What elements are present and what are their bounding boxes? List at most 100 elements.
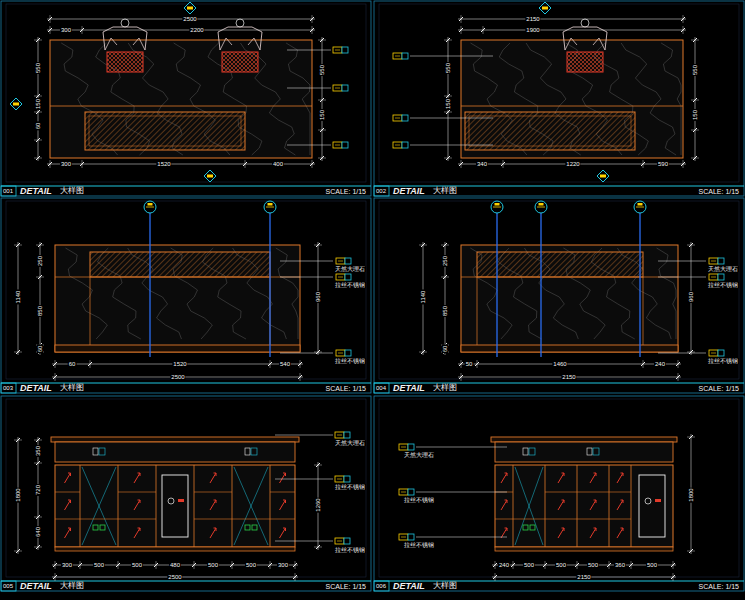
direction-arrow-head (283, 500, 286, 503)
dimension-text: 500 (245, 562, 257, 568)
dimension-text: 250 (442, 255, 448, 267)
callout-tag-end (408, 489, 414, 495)
person-head (121, 19, 129, 27)
dimension-tick (36, 110, 40, 114)
elevation-marker-bar (146, 207, 154, 208)
shelf-line (232, 519, 270, 520)
callout-tag-mark (335, 50, 340, 51)
direction-arrow-head (621, 528, 624, 531)
dimension-tick (459, 162, 463, 166)
dimension-text: 1800 (15, 487, 21, 502)
dimension-text: 300 (61, 562, 73, 568)
dimension-tick (53, 575, 57, 579)
dimension-tick (320, 156, 324, 160)
detail-title-cn: 大样图 (60, 384, 84, 392)
scale-note: SCALE: 1/15 (699, 583, 739, 590)
top-shelf (495, 442, 673, 462)
dimension-tick (88, 362, 92, 366)
cabinet-base (495, 547, 673, 551)
dimension-tick (16, 350, 20, 354)
dimension-line (458, 364, 681, 365)
direction-arrow (590, 500, 596, 510)
dimension-tick (629, 563, 633, 567)
shelf-line (577, 492, 609, 493)
direction-arrow-head (505, 500, 508, 503)
title-rule (374, 383, 744, 384)
dimension-tick (38, 275, 42, 279)
display-item (99, 448, 105, 455)
cabinet-divider (609, 465, 610, 547)
elevation-marker (535, 201, 547, 213)
leader-line (658, 261, 706, 262)
elevation-marker-tag (638, 203, 643, 206)
dimension-tick (36, 156, 40, 160)
callout-tag (335, 476, 344, 482)
detail-title: DETAIL (20, 384, 52, 393)
dimension-text: 550 (692, 64, 698, 76)
drawer-panel (85, 112, 245, 150)
dimension-tick (481, 28, 485, 32)
material-note: 拉丝不锈钢 (403, 542, 435, 548)
cabinet-base (55, 547, 295, 551)
detail-panel (374, 396, 744, 591)
callout-tag-mark (337, 541, 342, 542)
dimension-text: 500 (93, 562, 105, 568)
material-note: 天然大理石 (403, 452, 435, 458)
number-box (374, 383, 389, 393)
panel-edge (90, 277, 91, 345)
dimension-line (458, 30, 686, 31)
safe-dial (645, 498, 651, 504)
dimension-text: 150 (445, 98, 451, 110)
drawing-area (379, 201, 739, 379)
direction-arrow-head (138, 528, 141, 531)
direction-arrow-head (214, 473, 217, 476)
callout-tag-mark (401, 447, 406, 448)
callout-tag-mark (711, 277, 716, 278)
counter-edge (50, 106, 312, 107)
dimension-tick (320, 38, 324, 42)
chair-back (563, 27, 607, 50)
display-item (529, 448, 535, 455)
section-cut-line (540, 213, 541, 357)
title-rule (1, 186, 371, 187)
direction-arrow (617, 528, 623, 538)
detail-title: DETAIL (20, 582, 52, 591)
dimension-tick (446, 38, 450, 42)
elevation-marker (634, 201, 646, 213)
material-note: 天然大理石 (334, 266, 366, 272)
shelf-line (513, 519, 545, 520)
chair-seat (107, 52, 143, 72)
person-arm (105, 38, 117, 50)
detail-title: DETAIL (393, 582, 425, 591)
elevation-marker-tag (495, 203, 500, 206)
dimension-tick (446, 156, 450, 160)
safe-handle (178, 499, 184, 502)
detail-number: 002 (376, 188, 386, 194)
dimension-tick (53, 375, 57, 379)
upper-band (477, 252, 643, 277)
dimension-text: 1520 (156, 161, 171, 167)
shelf-line (194, 519, 232, 520)
dimension-tick (53, 563, 57, 567)
dimension-text: 640 (35, 526, 41, 538)
material-note: 拉丝不锈钢 (403, 497, 435, 503)
elevation-marker-tag (539, 203, 544, 206)
dimension-tick (681, 162, 685, 166)
material-note: 拉丝不锈钢 (334, 282, 366, 288)
detail-title-cn: 大样图 (60, 187, 84, 195)
marble-vein (286, 43, 310, 155)
callout-tag-end (345, 258, 351, 264)
panel-edge (477, 277, 478, 345)
callout-tag (333, 47, 342, 53)
callout-tag (336, 258, 345, 264)
leader-line (280, 277, 333, 278)
cabinet-divider (194, 465, 195, 547)
drawing-area (379, 4, 739, 182)
section-marker-tag (600, 175, 606, 178)
person-head (236, 19, 244, 27)
dimension-line (47, 19, 315, 20)
callout-tag-end (402, 115, 408, 121)
callout-tag-end (718, 350, 724, 356)
sheet-frame (374, 1, 744, 196)
